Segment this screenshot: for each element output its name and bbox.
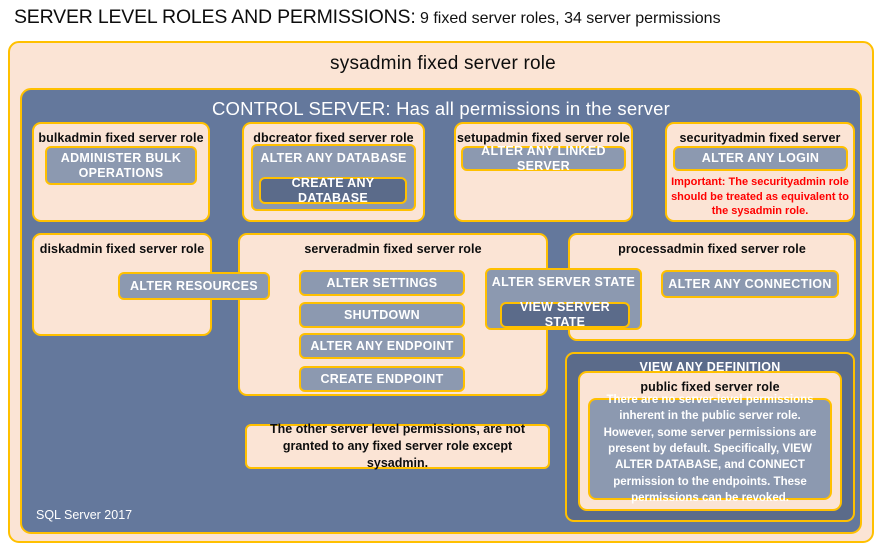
permission-view-server-state[interactable]: VIEW SERVER STATE: [500, 300, 630, 329]
sysadmin-role-label: sysadmin fixed server role: [330, 53, 556, 74]
permission-alter-server-state-label: ALTER SERVER STATE: [491, 275, 636, 289]
role-title-serveradmin: serveradmin fixed server role: [304, 242, 482, 256]
permission-alter-settings[interactable]: ALTER SETTINGS: [299, 270, 465, 296]
role-title-setupadmin: setupadmin fixed server role: [456, 131, 630, 145]
securityadmin-warning-note: Important: The securityadmin role should…: [671, 176, 849, 218]
permission-alter-any-endpoint[interactable]: ALTER ANY ENDPOINT: [299, 333, 465, 359]
permission-alter-any-login[interactable]: ALTER ANY LOGIN: [673, 146, 848, 171]
permission-administer-bulk-operations[interactable]: ADMINISTER BULK OPERATIONS: [45, 146, 197, 185]
role-title-dbcreator: dbcreator fixed server role: [253, 131, 414, 145]
role-title-diskadmin: diskadmin fixed server role: [39, 242, 205, 256]
role-title-processadmin: processadmin fixed server role: [618, 242, 806, 256]
control-server-label: CONTROL SERVER: Has all permissions in t…: [211, 98, 671, 119]
permission-alter-any-linked-server[interactable]: ALTER ANY LINKED SERVER: [461, 144, 626, 173]
permission-alter-any-connection[interactable]: ALTER ANY CONNECTION: [661, 270, 839, 298]
permission-alter-resources[interactable]: ALTER RESOURCES: [118, 272, 270, 300]
permission-alter-any-database-label: ALTER ANY DATABASE: [260, 151, 407, 165]
role-box-setupadmin: setupadmin fixed server role: [454, 122, 633, 222]
role-title-bulkadmin: bulkadmin fixed server role: [38, 131, 204, 145]
page-title-main: SERVER LEVEL ROLES AND PERMISSIONS:: [14, 6, 416, 28]
permission-create-endpoint[interactable]: CREATE ENDPOINT: [299, 366, 465, 392]
other-permissions-note: The other server level permissions, are …: [245, 422, 550, 470]
permission-shutdown[interactable]: SHUTDOWN: [299, 302, 465, 328]
role-box-securityadmin: securityadmin fixed server role: [665, 122, 855, 222]
public-role-description: There are no server-level permissions in…: [588, 394, 832, 504]
product-version-label: SQL Server 2017: [36, 508, 133, 522]
permission-view-any-definition-label: VIEW ANY DEFINITION: [639, 360, 781, 374]
page-title: SERVER LEVEL ROLES AND PERMISSIONS: 9 fi…: [14, 6, 874, 34]
permission-create-any-database[interactable]: CREATE ANY DATABASE: [259, 176, 407, 205]
page-title-subtitle: 9 fixed server roles, 34 server permissi…: [415, 10, 721, 27]
role-title-public: public fixed server role: [640, 380, 780, 394]
